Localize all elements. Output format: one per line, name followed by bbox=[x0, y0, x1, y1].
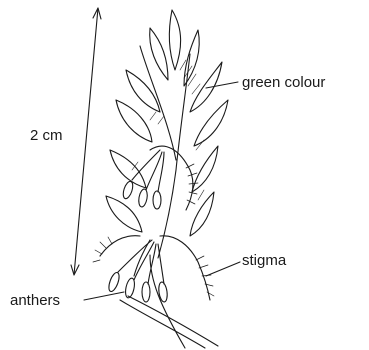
stem bbox=[120, 255, 218, 348]
filaments bbox=[118, 150, 164, 284]
label-anthers: anthers bbox=[10, 293, 60, 308]
stigma-feathers bbox=[93, 164, 214, 296]
label-scale: 2 cm bbox=[30, 128, 63, 143]
label-stigma: stigma bbox=[242, 253, 286, 268]
label-green-colour: green colour bbox=[242, 75, 325, 90]
glumes bbox=[106, 10, 228, 258]
anthers-shapes bbox=[107, 180, 169, 302]
scale-arrow bbox=[71, 8, 101, 275]
